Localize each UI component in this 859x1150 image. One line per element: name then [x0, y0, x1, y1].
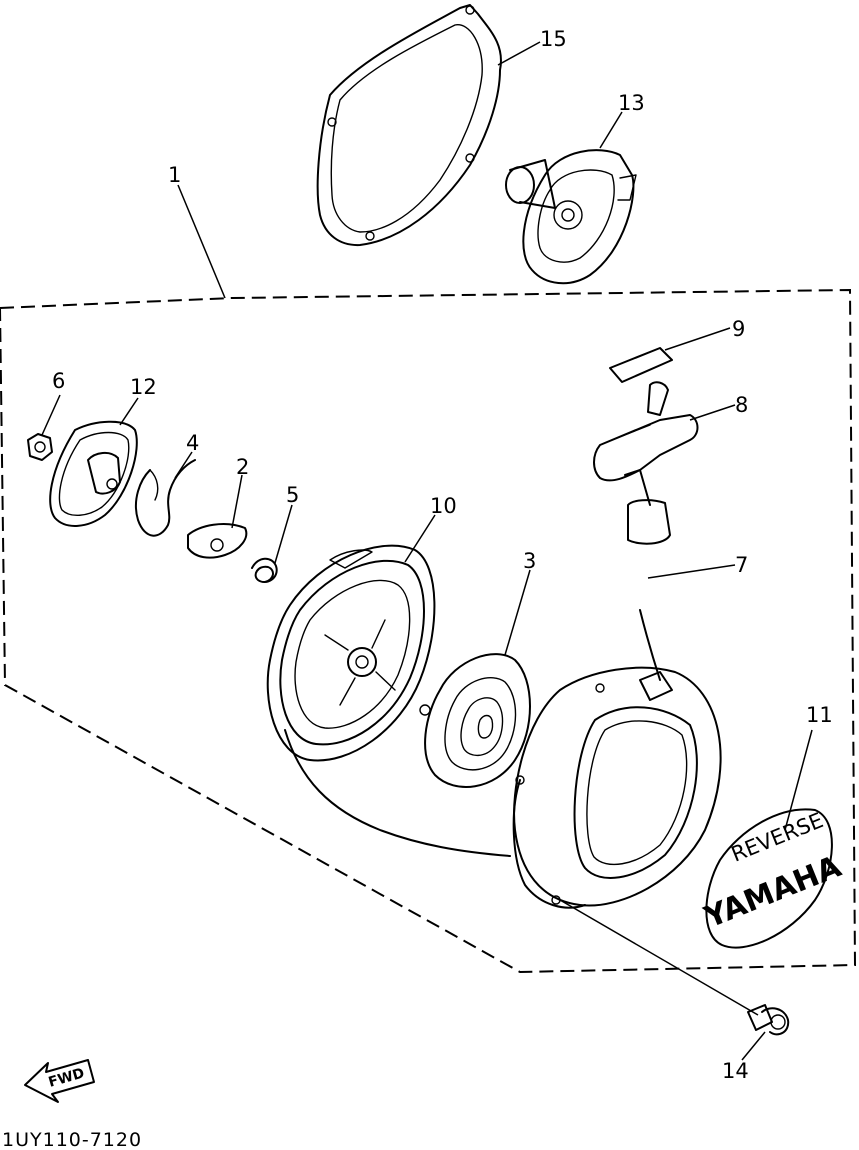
- bolt-part: [747, 1004, 790, 1036]
- callout-6: 6: [52, 369, 65, 393]
- callout-1: 1: [168, 163, 181, 187]
- callout-2: 2: [236, 455, 249, 479]
- callout-13: 13: [618, 91, 645, 115]
- starter-housing-part: [512, 666, 722, 909]
- rope-reel-part: [266, 544, 436, 762]
- nut-part: [27, 433, 53, 461]
- recoil-spring-part: [419, 653, 531, 788]
- starter-handle-part: [593, 381, 699, 545]
- callout-15: 15: [540, 27, 567, 51]
- callout-7: 7: [735, 553, 748, 577]
- callout-11: 11: [806, 703, 833, 727]
- friction-plate-part: [49, 420, 138, 527]
- callout-10: 10: [430, 494, 457, 518]
- callout-9: 9: [732, 317, 745, 341]
- gasket-part: [316, 4, 502, 247]
- callout-3: 3: [523, 549, 536, 573]
- callout-12: 12: [130, 375, 157, 399]
- leader-lines: [41, 41, 813, 1061]
- callout-8: 8: [735, 393, 748, 417]
- spring-clip-part: [134, 459, 196, 537]
- logo-cover-part: [705, 808, 833, 949]
- handle-cap-part: [609, 347, 673, 383]
- starter-rope-upper: [639, 609, 661, 681]
- callout-14: 14: [722, 1059, 749, 1083]
- part-code: 1UY110-7120: [2, 1129, 142, 1150]
- pawl-part: [187, 523, 248, 559]
- drive-pulley-part: [505, 149, 637, 285]
- callout-4: 4: [186, 431, 199, 455]
- cover-logo-brand: YAMAHA: [699, 849, 847, 936]
- starter-rope: [284, 729, 511, 857]
- assembly-boundary-dashed: [0, 288, 857, 974]
- pawl-spring-part: [251, 557, 278, 584]
- forward-arrow-icon: FWD: [24, 1059, 95, 1103]
- callout-5: 5: [286, 483, 299, 507]
